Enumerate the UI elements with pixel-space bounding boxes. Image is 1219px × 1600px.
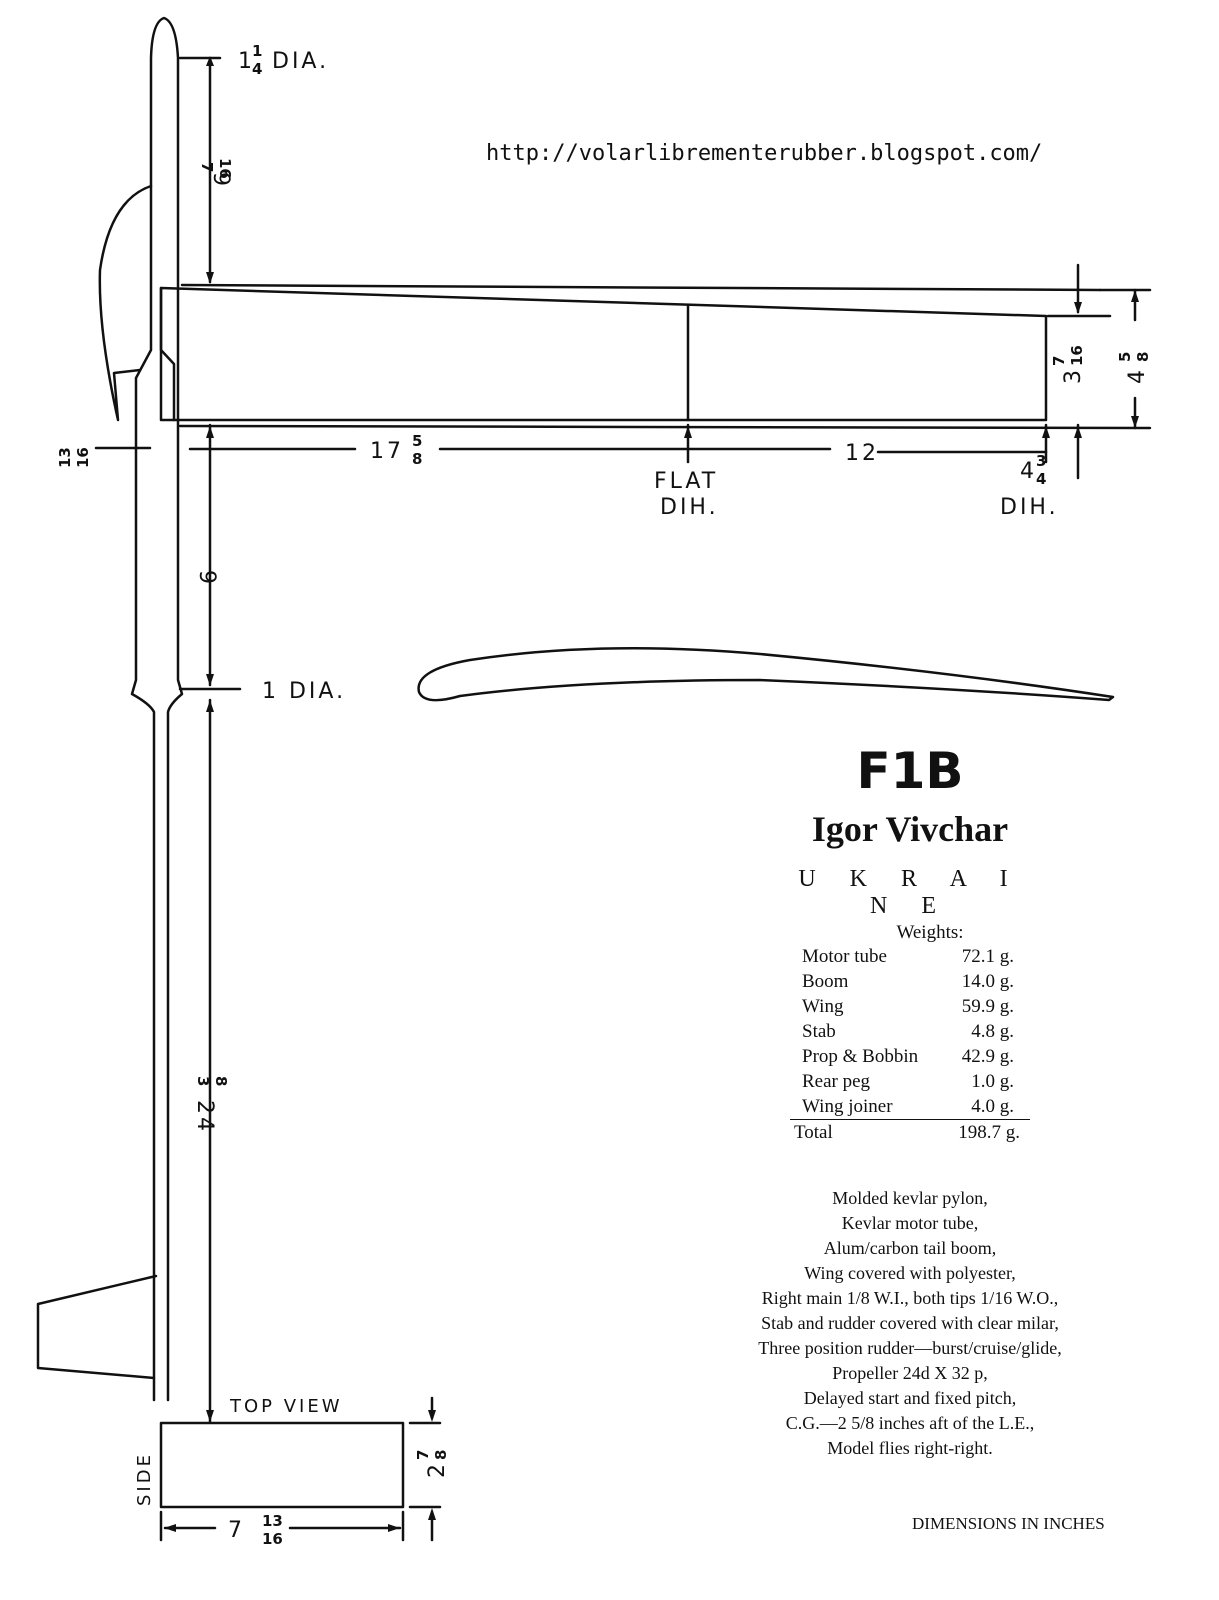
tip-dih-whole: 4 bbox=[1020, 459, 1037, 484]
weight-value: 42.9 g. bbox=[961, 1046, 1014, 1067]
chord-root-den: 8 bbox=[1134, 352, 1152, 362]
note-line: Wing covered with polyester, bbox=[804, 1263, 1016, 1283]
note-line: Right main 1/8 W.I., both tips 1/16 W.O.… bbox=[761, 1288, 1059, 1308]
note-line: Model flies right-right. bbox=[827, 1438, 993, 1458]
wing-pylon bbox=[98, 184, 153, 422]
units-note: DIMENSIONS IN INCHES bbox=[912, 1514, 1105, 1533]
span-inner-den: 8 bbox=[412, 450, 422, 468]
chord-root-num: 5 bbox=[1116, 352, 1134, 362]
flat-dih-line2: DIH. bbox=[660, 495, 719, 520]
stab-chord-label: 2 bbox=[425, 1461, 450, 1478]
chord-tip-num: 7 bbox=[1050, 356, 1068, 366]
tip-dih-num: 3 bbox=[1036, 452, 1046, 470]
weight-value: 4.0 g. bbox=[971, 1096, 1014, 1117]
nose-dia-num: 1 bbox=[252, 42, 262, 60]
stabilizer-outline bbox=[159, 1421, 405, 1509]
stab-span-num: 13 bbox=[262, 1512, 283, 1530]
weight-row: Stab 4.8 g. bbox=[790, 1019, 1030, 1044]
airfoil-section bbox=[417, 647, 1115, 702]
weight-label: Rear peg bbox=[802, 1071, 871, 1092]
stab-span-whole: 7 bbox=[228, 1518, 245, 1543]
pylon-den: 16 bbox=[74, 447, 92, 468]
note-line: Kevlar motor tube, bbox=[841, 1213, 979, 1233]
note-line: Stab and rudder covered with clear milar… bbox=[761, 1313, 1059, 1333]
stab-span-den: 16 bbox=[262, 1530, 283, 1548]
weight-label: Stab bbox=[802, 1021, 836, 1042]
span-outer-label: 12 bbox=[845, 441, 879, 466]
motor-tube bbox=[130, 16, 184, 1402]
side-label: SIDE bbox=[134, 1452, 155, 1506]
tip-dih-den: 4 bbox=[1036, 470, 1046, 488]
span-inner-label: 17 bbox=[370, 439, 404, 464]
weight-label: Boom bbox=[802, 971, 849, 992]
weight-row: Wing joiner 4.0 g. bbox=[790, 1094, 1030, 1120]
weight-row: Motor tube 72.1 g. bbox=[790, 944, 1030, 969]
note-line: Molded kevlar pylon, bbox=[832, 1188, 988, 1208]
weight-label: Prop & Bobbin bbox=[802, 1046, 919, 1067]
len-top-num: 7 bbox=[198, 162, 216, 172]
weight-value: 72.1 g. bbox=[961, 946, 1014, 967]
weight-row: Rear peg 1.0 g. bbox=[790, 1069, 1030, 1094]
pylon-num: 13 bbox=[56, 447, 74, 468]
weight-label: Wing joiner bbox=[802, 1096, 893, 1117]
nose-dia-whole: 1 bbox=[238, 49, 255, 74]
chord-tip-den: 16 bbox=[1068, 345, 1086, 366]
weight-row: Wing 59.9 g. bbox=[790, 994, 1030, 1019]
tip-dih-label: DIH. bbox=[1000, 495, 1059, 520]
fin bbox=[36, 1274, 158, 1380]
chord-tip-label: 3 bbox=[1061, 367, 1086, 384]
country-label: U K R A I N E bbox=[798, 866, 1022, 919]
flat-dih-line1: FLAT bbox=[654, 469, 718, 494]
note-line: Alum/carbon tail boom, bbox=[823, 1238, 997, 1258]
motor-dia-label: 1 DIA. bbox=[262, 679, 346, 704]
weight-value: 14.0 g. bbox=[961, 971, 1014, 992]
top-view-label: TOP VIEW bbox=[229, 1396, 343, 1417]
len-boom-num: 3 bbox=[194, 1076, 212, 1086]
weight-value: 1.0 g. bbox=[971, 1071, 1014, 1092]
stab-chord-den: 8 bbox=[432, 1450, 450, 1460]
weights-heading: Weights: bbox=[896, 922, 964, 943]
construction-notes: Molded kevlar pylon, Kevlar motor tube, … bbox=[700, 1186, 1120, 1461]
len-mid-label: 9 bbox=[194, 570, 219, 587]
weight-value: 59.9 g. bbox=[961, 996, 1014, 1017]
len-boom-label: 24 bbox=[192, 1100, 217, 1134]
weight-row: Prop & Bobbin 42.9 g. bbox=[790, 1044, 1030, 1069]
note-line: Three position rudder—burst/cruise/glide… bbox=[758, 1338, 1062, 1358]
note-line: Delayed start and fixed pitch, bbox=[803, 1388, 1017, 1408]
weight-row: Boom 14.0 g. bbox=[790, 969, 1030, 994]
weight-label: Wing bbox=[802, 996, 844, 1017]
weight-total-value: 198.7 g. bbox=[958, 1122, 1020, 1143]
note-line: C.G.—2 5/8 inches aft of the L.E., bbox=[785, 1413, 1035, 1433]
len-boom-den: 8 bbox=[212, 1076, 230, 1086]
stab-chord-num: 7 bbox=[414, 1450, 432, 1460]
model-class-title: F1B bbox=[856, 742, 964, 800]
weight-total-row: Total 198.7 g. bbox=[790, 1120, 1030, 1145]
weight-value: 4.8 g. bbox=[971, 1021, 1014, 1042]
note-line: Propeller 24d X 32 p, bbox=[832, 1363, 988, 1383]
span-inner-num: 5 bbox=[412, 432, 422, 450]
len-top-label: 9 bbox=[208, 172, 233, 189]
len-top-den: 16 bbox=[216, 158, 234, 179]
weight-total-label: Total bbox=[794, 1122, 833, 1143]
designer-name: Igor Vivchar bbox=[811, 809, 1009, 849]
weight-label: Motor tube bbox=[802, 946, 887, 967]
chord-root-label: 4 bbox=[1125, 367, 1150, 384]
blog-url[interactable]: http://volarlibrementerubber.blogspot.co… bbox=[486, 141, 1043, 166]
wing-outline bbox=[159, 286, 1048, 422]
nose-dia-den: 4 bbox=[252, 60, 262, 78]
weights-table: Weights: Motor tube 72.1 g. Boom 14.0 g. W… bbox=[790, 922, 1030, 1145]
nose-dia-label: DIA. bbox=[272, 49, 329, 74]
